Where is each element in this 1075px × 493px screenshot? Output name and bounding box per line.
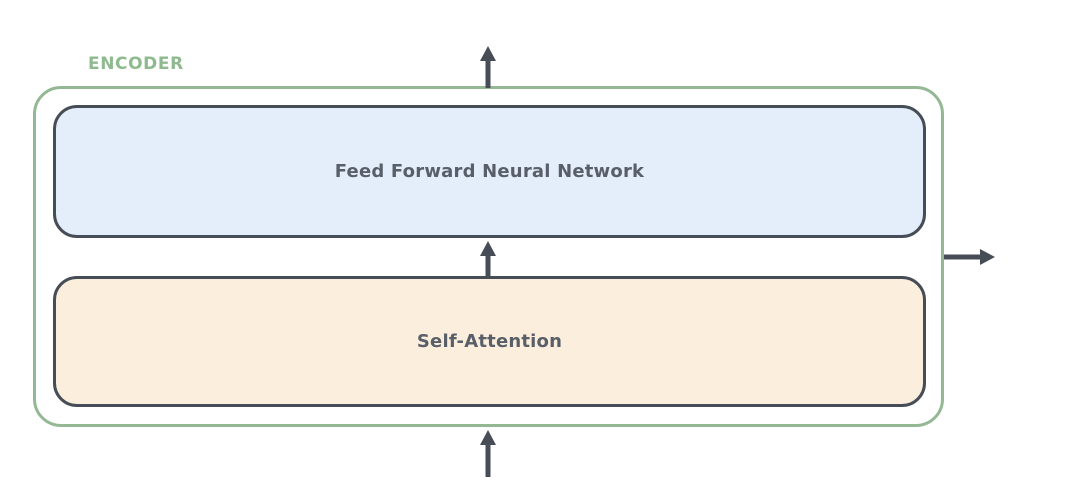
encoder-label: ENCODER: [88, 54, 184, 74]
feed-forward-block: Feed Forward Neural Network: [53, 105, 926, 238]
self-attention-label: Self-Attention: [416, 331, 563, 352]
self-attention-block: Self-Attention: [53, 276, 926, 407]
input-arrow-bottom-icon: [477, 430, 499, 477]
output-arrow-right-icon: [944, 246, 995, 268]
output-arrow-top-icon: [477, 46, 499, 88]
feed-forward-label: Feed Forward Neural Network: [334, 161, 645, 182]
attention-to-ffnn-arrow-icon: [477, 241, 499, 277]
